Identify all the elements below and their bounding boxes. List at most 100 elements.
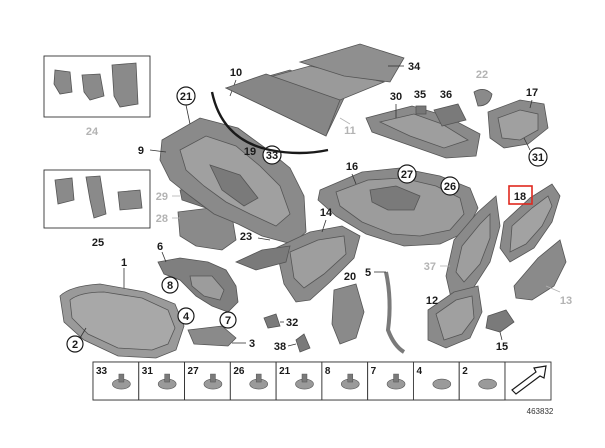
callout-2 <box>66 335 84 353</box>
strip-cell-2: 2 <box>458 361 506 401</box>
label-16: 16 <box>346 161 358 173</box>
strip-arrow-icon <box>511 365 547 395</box>
strip-label-2: 2 <box>462 366 468 377</box>
part-24a <box>53 69 73 95</box>
part-25b <box>85 175 107 219</box>
fastener-clip-icon <box>432 378 452 390</box>
inset-box-25: 25 <box>43 169 151 249</box>
label-12: 12 <box>426 295 438 307</box>
label-37: 37 <box>424 261 436 273</box>
part-1-floor-insulation: 1 2 <box>59 257 185 359</box>
label-6: 6 <box>157 241 163 253</box>
part-16-floor: 16 27 26 <box>317 161 479 247</box>
fastener-clip-icon <box>157 373 177 390</box>
fastener-clip-icon <box>249 373 269 390</box>
label-1: 1 <box>121 257 127 269</box>
label-24: 24 <box>86 126 99 138</box>
strip-cell-26: 26 <box>229 361 277 401</box>
label-30: 30 <box>390 91 402 103</box>
label-15: 15 <box>496 341 508 353</box>
callout-26 <box>440 176 460 196</box>
fastener-clip-icon <box>340 373 360 390</box>
label-11: 11 <box>344 125 356 137</box>
part-32-38: 32 38 <box>263 313 311 353</box>
part-12-panel: 12 <box>426 285 483 349</box>
callout-8 <box>161 276 179 294</box>
label-4: 4 <box>183 311 190 323</box>
label-31: 31 <box>532 152 544 164</box>
label-38: 38 <box>274 341 286 353</box>
fastener-strip: 33 31 27 26 21 8 7 4 2 <box>92 361 552 401</box>
label-22: 22 <box>476 69 488 81</box>
part-37-trim: 37 <box>424 195 501 303</box>
fastener-clip-icon <box>112 373 131 390</box>
strip-label-8: 8 <box>325 366 331 377</box>
label-32: 32 <box>286 317 298 329</box>
label-2: 2 <box>72 339 78 351</box>
label-35: 35 <box>414 89 426 101</box>
label-13: 13 <box>560 295 572 307</box>
label-3: 3 <box>249 338 255 350</box>
strip-cell-31: 31 <box>138 361 186 401</box>
label-34: 34 <box>408 61 421 73</box>
fastener-clip-icon <box>295 373 314 390</box>
label-10: 10 <box>230 67 242 79</box>
strip-cell-7: 7 <box>367 361 414 401</box>
label-33: 33 <box>266 150 278 162</box>
label-23: 23 <box>240 231 252 243</box>
label-21: 21 <box>180 91 192 103</box>
part-20-5: 20 5 <box>331 267 406 354</box>
part-25a <box>54 177 75 205</box>
part-14-tunnel: 14 23 <box>234 207 361 303</box>
callout-18-highlight <box>508 185 533 205</box>
part-30-shelf: 30 35 36 22 <box>365 69 493 159</box>
fastener-clip-icon <box>203 373 223 390</box>
strip-label-7: 7 <box>371 366 377 377</box>
strip-cell-21: 21 <box>275 361 323 401</box>
strip-cell-33: 33 <box>92 361 140 401</box>
callout-27 <box>397 164 417 184</box>
label-20: 20 <box>344 271 356 283</box>
strip-label-26: 26 <box>233 366 245 377</box>
part-18-c-pillar: 18 13 <box>499 183 572 307</box>
strip-label-21: 21 <box>279 366 291 377</box>
part-17-trunk-side: 17 31 <box>487 87 549 167</box>
label-18: 18 <box>514 191 526 203</box>
callout-31 <box>528 147 548 167</box>
strip-cell-8: 8 <box>321 361 369 401</box>
part-24c <box>111 62 139 108</box>
label-27: 27 <box>401 169 413 181</box>
strip-label-33: 33 <box>96 366 108 377</box>
strip-label-27: 27 <box>188 366 200 377</box>
label-26: 26 <box>444 181 456 193</box>
label-17: 17 <box>526 87 538 99</box>
strip-label-4: 4 <box>416 366 422 377</box>
callout-4 <box>177 307 195 325</box>
label-14: 14 <box>320 207 333 219</box>
strip-cell-4: 4 <box>412 361 460 401</box>
label-19: 19 <box>244 146 256 158</box>
label-7: 7 <box>225 315 231 327</box>
label-36: 36 <box>440 89 452 101</box>
fastener-clip-icon <box>478 378 497 390</box>
part-24b <box>81 73 105 101</box>
inset-box-24: 24 <box>43 55 151 138</box>
callout-7 <box>219 311 237 329</box>
part-11-34-panels: 34 11 <box>224 43 421 137</box>
strip-label-31: 31 <box>142 366 154 377</box>
strip-cell-27: 27 <box>184 361 231 401</box>
label-29: 29 <box>156 191 168 203</box>
part-9-bulkhead: 9 21 19 33 <box>138 86 307 245</box>
label-5: 5 <box>365 267 371 279</box>
fastener-clip-icon <box>386 373 406 390</box>
part-25c <box>117 189 143 211</box>
label-8: 8 <box>167 280 173 292</box>
reference-number: 463832 <box>527 407 554 416</box>
label-9: 9 <box>138 145 144 157</box>
part-15-bracket: 15 <box>485 309 515 353</box>
label-25: 25 <box>92 237 104 249</box>
part-3-small-plate: 4 3 <box>177 307 255 350</box>
label-28: 28 <box>156 213 168 225</box>
part-6-wheelhouse: 6 8 7 <box>157 241 239 329</box>
